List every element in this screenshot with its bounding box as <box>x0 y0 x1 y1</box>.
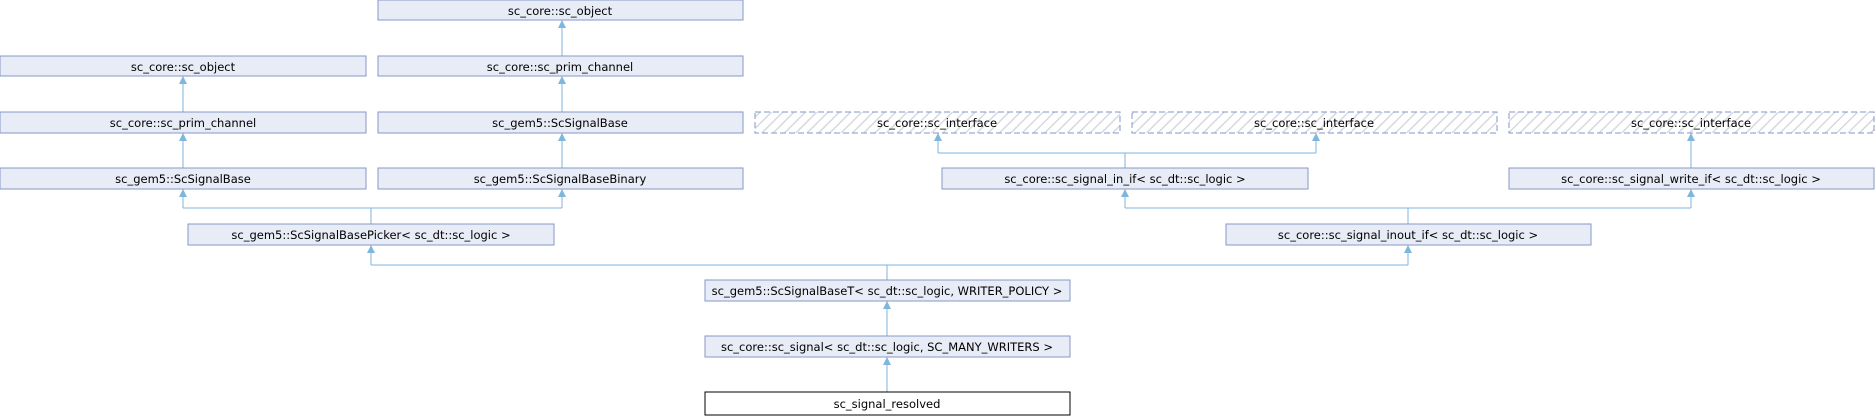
node-label: sc_gem5::ScSignalBase <box>115 172 251 186</box>
node-label: sc_core::sc_interface <box>877 116 997 130</box>
arrowhead <box>558 76 566 84</box>
node-label: sc_core::sc_interface <box>1254 116 1374 130</box>
node-label: sc_signal_resolved <box>834 397 941 411</box>
edge-inout-if-to-in-write-if <box>1124 189 1692 224</box>
node-mid-scsignalbase[interactable]: sc_gem5::ScSignalBase <box>377 111 744 134</box>
node-label: sc_gem5::ScSignalBaseBinary <box>474 172 647 186</box>
arrowhead <box>367 245 375 253</box>
node-sc-interface-2[interactable]: sc_core::sc_interface <box>1131 111 1498 134</box>
node-sc-signal-in-if[interactable]: sc_core::sc_signal_in_if< sc_dt::sc_logi… <box>941 167 1309 190</box>
edge-picker-to-bases <box>182 189 563 224</box>
node-sc-signal-inout-if[interactable]: sc_core::sc_signal_inout_if< sc_dt::sc_l… <box>1225 223 1592 246</box>
node-label: sc_gem5::ScSignalBaseT< sc_dt::sc_logic,… <box>712 284 1063 298</box>
edge-in-if-to-interfaces <box>937 133 1317 168</box>
arrowhead <box>1687 133 1695 141</box>
arrowhead <box>934 133 942 141</box>
arrowhead <box>883 357 891 365</box>
node-scsignalbasepicker[interactable]: sc_gem5::ScSignalBasePicker< sc_dt::sc_l… <box>187 223 555 246</box>
node-label: sc_core::sc_object <box>131 60 236 74</box>
node-sc-signal[interactable]: sc_core::sc_signal< sc_dt::sc_logic, SC_… <box>704 335 1071 358</box>
node-label: sc_core::sc_interface <box>1631 116 1751 130</box>
node-left-sc-prim-channel[interactable]: sc_core::sc_prim_channel <box>0 111 367 134</box>
arrowhead <box>179 133 187 141</box>
node-sc-interface-1[interactable]: sc_core::sc_interface <box>754 111 1121 134</box>
node-label: sc_core::sc_signal_inout_if< sc_dt::sc_l… <box>1278 228 1538 242</box>
node-left-scsignalbase[interactable]: sc_gem5::ScSignalBase <box>0 167 367 190</box>
node-label: sc_core::sc_signal_in_if< sc_dt::sc_logi… <box>1004 172 1245 186</box>
node-label: sc_gem5::ScSignalBasePicker< sc_dt::sc_l… <box>231 228 510 242</box>
edge-basetype-to-picker-inout <box>370 245 1409 280</box>
arrowhead <box>1121 189 1129 197</box>
node-label: sc_core::sc_prim_channel <box>110 116 256 130</box>
node-label: sc_core::sc_signal_write_if< sc_dt::sc_l… <box>1561 172 1821 186</box>
node-label: sc_core::sc_signal< sc_dt::sc_logic, SC_… <box>721 340 1053 354</box>
node-sc-signal-resolved: sc_signal_resolved <box>704 391 1071 416</box>
node-scsignalbaset[interactable]: sc_gem5::ScSignalBaseT< sc_dt::sc_logic,… <box>704 279 1071 302</box>
node-left-sc-object[interactable]: sc_core::sc_object <box>0 55 367 77</box>
node-sc-signal-write-if[interactable]: sc_core::sc_signal_write_if< sc_dt::sc_l… <box>1508 167 1875 190</box>
arrowhead <box>1312 133 1320 141</box>
inheritance-edges <box>179 20 1695 392</box>
arrowhead <box>558 133 566 141</box>
node-scsignalbasebinary[interactable]: sc_gem5::ScSignalBaseBinary <box>377 167 744 190</box>
arrowhead <box>1404 245 1412 253</box>
arrowhead <box>179 76 187 84</box>
arrowhead <box>558 20 566 28</box>
arrowhead <box>558 189 566 197</box>
node-label: sc_core::sc_prim_channel <box>487 60 633 74</box>
node-sc-interface-3[interactable]: sc_core::sc_interface <box>1508 111 1875 134</box>
node-label: sc_core::sc_object <box>508 4 613 18</box>
node-right-sc-prim-channel[interactable]: sc_core::sc_prim_channel <box>377 55 744 77</box>
node-label: sc_gem5::ScSignalBase <box>492 116 628 130</box>
arrowhead <box>179 189 187 197</box>
arrowhead <box>883 301 891 309</box>
arrowhead <box>1687 189 1695 197</box>
node-top-sc-object[interactable]: sc_core::sc_object <box>377 0 744 21</box>
